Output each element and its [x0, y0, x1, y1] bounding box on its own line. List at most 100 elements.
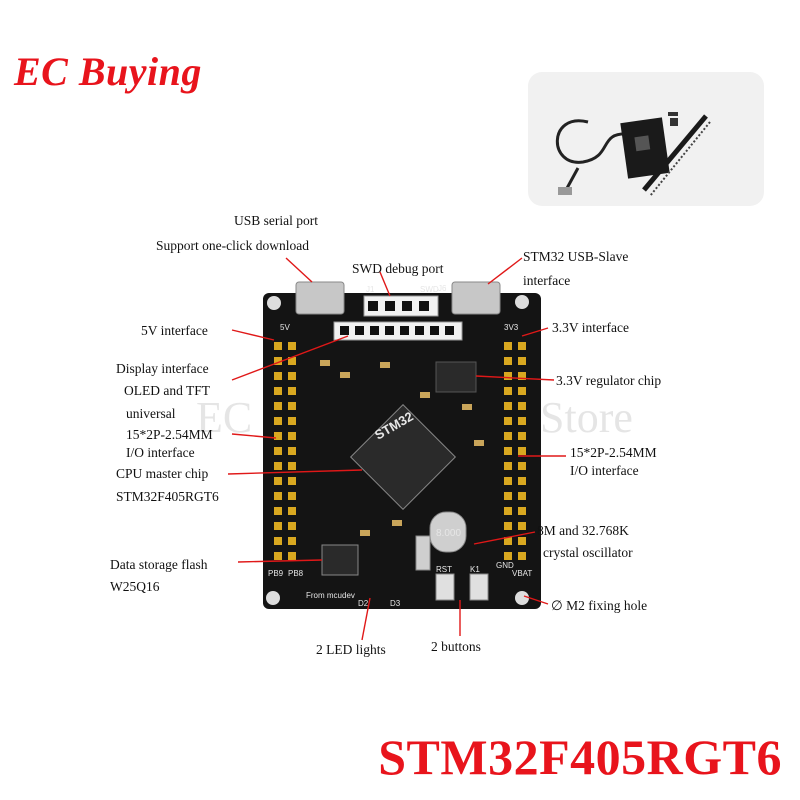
label-flash: Data storage flash	[110, 557, 208, 572]
mount-hole	[266, 591, 280, 605]
board-from: From mcudev	[306, 591, 355, 600]
header-pin	[518, 357, 526, 365]
label-flash-sub: W25Q16	[110, 579, 160, 594]
watermark-right: Store	[540, 393, 633, 442]
header-pin	[504, 477, 512, 485]
header-pin	[504, 402, 512, 410]
header-pin	[274, 477, 282, 485]
label-usb-slave: STM32 USB-Slave	[523, 249, 629, 264]
header-pin	[504, 357, 512, 365]
header-pin	[274, 447, 282, 455]
header-pin	[274, 462, 282, 470]
label-usb-slave-sub: interface	[523, 273, 571, 288]
header-pin	[274, 552, 282, 560]
label-regulator: 3.3V regulator chip	[556, 373, 662, 388]
board-rst: RST	[436, 565, 452, 574]
header-pin	[288, 507, 296, 515]
header-pin	[288, 342, 296, 350]
label-buttons: 2 buttons	[431, 639, 481, 654]
mount-hole	[515, 591, 529, 605]
label-display: Display interface	[116, 361, 209, 376]
header-pin	[288, 447, 296, 455]
header-pin	[274, 342, 282, 350]
header-pin	[274, 522, 282, 530]
header-pin	[274, 372, 282, 380]
header-pin	[518, 552, 526, 560]
header-pin	[288, 477, 296, 485]
label-5v: 5V interface	[141, 323, 208, 338]
label-swd: SWD debug port	[352, 261, 444, 276]
board-gnd: GND	[496, 561, 514, 570]
header-pin	[274, 387, 282, 395]
board-5v: 5V	[280, 323, 290, 332]
label-left-io-1: universal	[126, 406, 176, 421]
product-photo	[528, 72, 764, 206]
header-pin	[274, 537, 282, 545]
header-pin	[288, 462, 296, 470]
header-pin	[504, 537, 512, 545]
board-j1: J1	[366, 285, 375, 294]
header-pin	[518, 522, 526, 530]
header-pin	[504, 432, 512, 440]
label-crystal: 8M and 32.768K	[537, 523, 629, 538]
header-pin	[504, 492, 512, 500]
mount-hole	[267, 296, 281, 310]
header-pin	[274, 357, 282, 365]
header-pin	[288, 492, 296, 500]
header-pin	[504, 447, 512, 455]
header-pin	[518, 477, 526, 485]
label-left-io-2: 15*2P-2.54MM	[126, 427, 213, 442]
board-pb9: PB9	[268, 569, 284, 578]
header-pin	[518, 387, 526, 395]
board-j6: J6	[438, 284, 447, 293]
label-cpu-sub: STM32F405RGT6	[116, 489, 219, 504]
header-pin	[274, 417, 282, 425]
header-pin	[518, 402, 526, 410]
header-pin	[504, 417, 512, 425]
product-title: STM32F405RGT6	[378, 729, 782, 785]
board-vbat: VBAT	[512, 569, 532, 578]
header-pin	[518, 537, 526, 545]
label-display-sub: OLED and TFT	[124, 383, 210, 398]
header-pin	[504, 462, 512, 470]
header-pin	[518, 432, 526, 440]
board-pb8: PB8	[288, 569, 304, 578]
header-pin	[518, 372, 526, 380]
header-pin	[288, 537, 296, 545]
header-pin	[504, 522, 512, 530]
label-crystal-sub: crystal oscillator	[543, 545, 633, 560]
brand-logo: EC Buying	[14, 49, 202, 94]
header-pin	[518, 447, 526, 455]
label-usb-serial: USB serial port	[234, 213, 318, 228]
header-pin	[518, 462, 526, 470]
label-cpu: CPU master chip	[116, 466, 209, 481]
header-pin	[504, 552, 512, 560]
header-pin	[518, 417, 526, 425]
header-pin	[274, 402, 282, 410]
label-right-io-1: 15*2P-2.54MM	[570, 445, 657, 460]
board-crystal: 8.000	[436, 528, 461, 539]
header-pin	[274, 492, 282, 500]
header-pin	[504, 342, 512, 350]
header-pin	[274, 432, 282, 440]
header-pin	[504, 387, 512, 395]
watermark-left: EC	[196, 393, 253, 442]
label-left-io-3: I/O interface	[126, 445, 195, 460]
header-pin	[288, 417, 296, 425]
label-usb-serial-sub: Support one-click download	[156, 238, 309, 253]
header-pin	[518, 342, 526, 350]
header-pin	[288, 432, 296, 440]
header-pin	[518, 507, 526, 515]
header-pin	[504, 372, 512, 380]
board-swd: SWD	[420, 285, 439, 294]
mount-hole	[515, 295, 529, 309]
board-3v3: 3V3	[504, 323, 519, 332]
board-d3: D3	[390, 599, 401, 608]
header-pin	[288, 402, 296, 410]
label-right-io-2: I/O interface	[570, 463, 639, 478]
label-fixing-hole: ∅ M2 fixing hole	[551, 598, 648, 613]
header-pin	[288, 387, 296, 395]
header-pin	[288, 552, 296, 560]
board-d2: D2	[358, 599, 369, 608]
